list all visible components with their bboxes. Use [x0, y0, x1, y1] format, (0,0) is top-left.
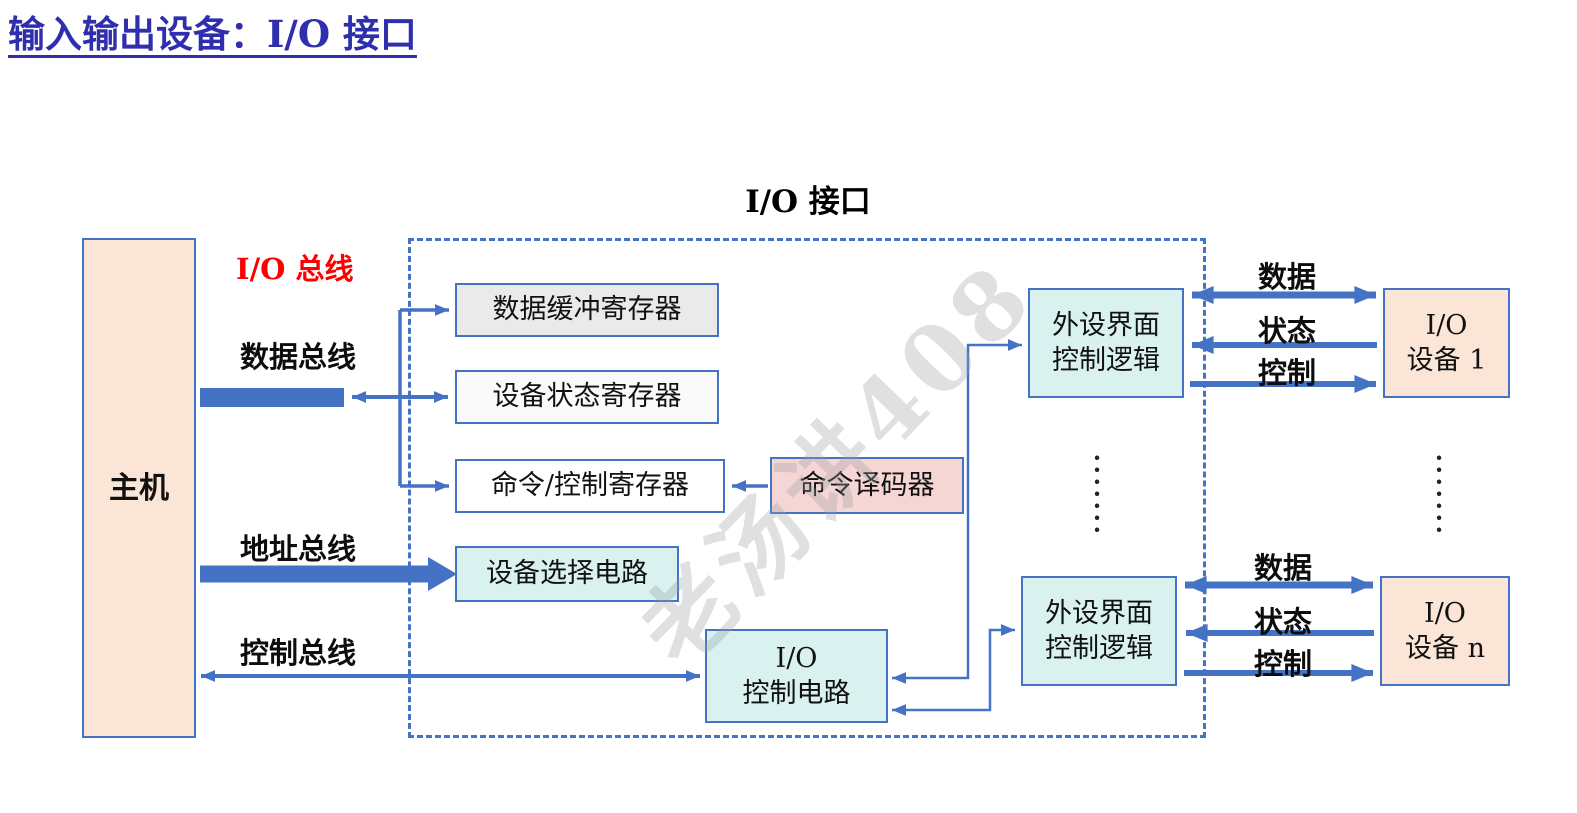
- connector-ioctl-plogic-bottom: [892, 624, 1015, 716]
- vertical-ellipsis-left: · · · · · · ·: [1092, 443, 1102, 544]
- diagram-heading: I/O 接口: [745, 184, 871, 220]
- io-device-n-line1: I/O: [1424, 597, 1466, 629]
- host-label: 主机: [109, 470, 169, 506]
- data-bus-bar: [200, 388, 344, 407]
- page-title: 输入输出设备：I/O 接口: [8, 12, 417, 56]
- io-device-n-box: I/O 设备 n: [1380, 576, 1510, 686]
- peripheral-logic-bottom-line1: 外设界面: [1045, 597, 1153, 629]
- host-box: 主机: [82, 238, 196, 738]
- peripheral-logic-top-line1: 外设界面: [1052, 309, 1160, 341]
- peripheral-logic-top-line2: 控制逻辑: [1052, 345, 1160, 376]
- command-decoder-box: 命令译码器: [770, 457, 964, 514]
- bottom-status-signal-label: 状态: [1253, 605, 1312, 639]
- address-bus-arrowhead: [428, 557, 457, 591]
- data-bus-label: 数据总线: [240, 340, 357, 374]
- io-interface-dashed-box: [408, 238, 1206, 738]
- top-data-signal-label: 数据: [1257, 260, 1316, 294]
- io-device-1-line1: I/O: [1425, 309, 1468, 341]
- io-control-circuit-line2: 控制电路: [742, 678, 851, 709]
- io-control-circuit-box: I/O 控制电路: [705, 629, 888, 723]
- peripheral-logic-bottom-box: 外设界面 控制逻辑: [1021, 576, 1177, 686]
- command-control-register-box: 命令/控制寄存器: [455, 459, 725, 513]
- top-status-signal-label: 状态: [1257, 314, 1316, 348]
- address-bus-label: 地址总线: [240, 532, 357, 566]
- data-buffer-register-box: 数据缓冲寄存器: [455, 283, 719, 337]
- io-control-circuit-line1: I/O: [775, 642, 818, 674]
- peripheral-logic-bottom-line2: 控制逻辑: [1045, 633, 1153, 664]
- device-status-register-box: 设备状态寄存器: [455, 370, 719, 424]
- io-device-1-line2: 设备 1: [1406, 345, 1487, 376]
- top-control-signal-label: 控制: [1257, 356, 1316, 390]
- io-device-n-line2: 设备 n: [1405, 633, 1485, 664]
- vertical-ellipsis-right: · · · · · · ·: [1434, 443, 1444, 544]
- bottom-data-signal-label: 数据: [1253, 551, 1312, 585]
- peripheral-logic-top-box: 外设界面 控制逻辑: [1028, 288, 1184, 398]
- control-bus-label: 控制总线: [240, 636, 357, 670]
- bottom-control-signal-label: 控制: [1253, 647, 1312, 681]
- io-device-1-box: I/O 设备 1: [1383, 288, 1510, 398]
- device-select-circuit-box: 设备选择电路: [455, 546, 679, 602]
- io-bus-label: I/O 总线: [236, 252, 354, 286]
